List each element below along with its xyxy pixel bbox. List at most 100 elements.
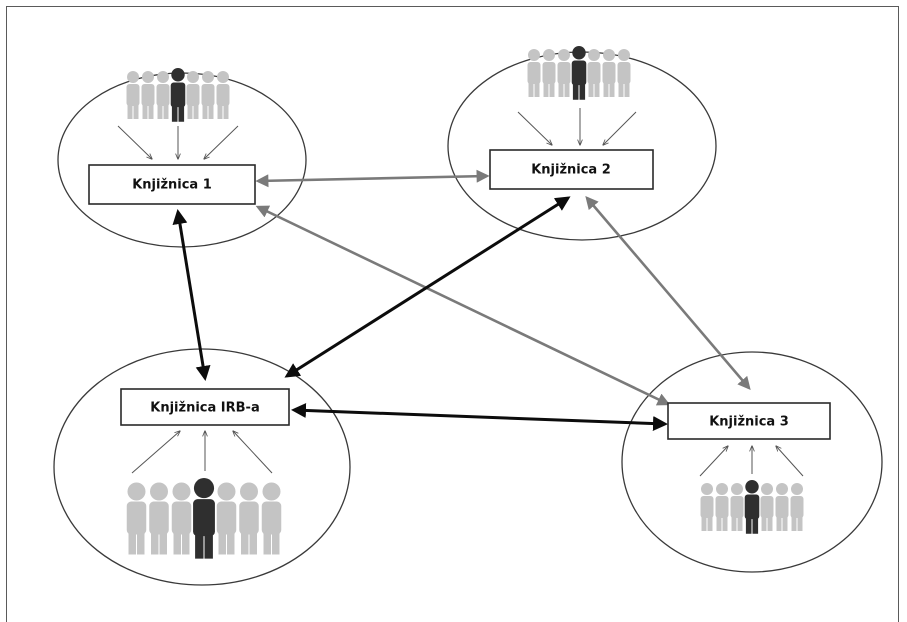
person-leg (148, 105, 154, 119)
person-leg (163, 105, 169, 119)
person-leg (572, 84, 579, 100)
person-body (760, 496, 774, 518)
person-head (172, 482, 191, 501)
person-body (201, 84, 215, 106)
person-body (744, 494, 760, 520)
person-body (261, 501, 282, 535)
person-leg (157, 105, 163, 119)
person-body (602, 62, 616, 84)
person-body (527, 62, 541, 84)
person-body (587, 62, 601, 84)
figure-frame (6, 6, 899, 622)
person-head (716, 483, 728, 495)
person-body (216, 501, 237, 535)
library-node-k2: Knjižnica 2 (489, 149, 654, 190)
person-leg (745, 518, 752, 534)
person-head (776, 483, 788, 495)
person-leg (737, 517, 743, 531)
person-head (127, 71, 139, 83)
person-leg (603, 83, 609, 97)
link-irb-k3 (291, 402, 668, 432)
person-leg (133, 105, 139, 119)
person-head (701, 483, 713, 495)
person-head (127, 482, 146, 501)
person-leg (549, 83, 555, 97)
person-leg (791, 517, 797, 531)
person-leg (594, 83, 600, 97)
feed-arrows-k3 (699, 446, 804, 477)
people-group-icon (126, 46, 804, 559)
person-head (202, 71, 214, 83)
person-leg (588, 83, 594, 97)
person-head (558, 49, 570, 61)
person-body (715, 496, 729, 518)
person-leg (204, 535, 213, 559)
person-leg (249, 533, 257, 555)
person-head (791, 483, 803, 495)
person-head (171, 68, 185, 82)
link-k1-k2 (255, 169, 490, 188)
person-head (572, 46, 586, 60)
link-k2-k3 (585, 196, 751, 390)
person-body (542, 62, 556, 84)
person-body (149, 501, 169, 535)
person-head (588, 49, 600, 61)
person-body (186, 84, 200, 106)
person-head (603, 49, 615, 61)
person-body (193, 499, 215, 537)
person-leg (127, 105, 133, 119)
person-head (761, 483, 773, 495)
person-body (126, 84, 140, 106)
person-head (193, 478, 215, 499)
library-node-k3: Knjižnica 3 (667, 402, 831, 440)
person-body (557, 62, 571, 84)
person-head (240, 482, 258, 501)
person-leg (609, 83, 615, 97)
person-leg (624, 83, 630, 97)
library-label-k1: Knjižnica 1 (132, 178, 212, 193)
person-leg (178, 106, 185, 122)
person-leg (534, 83, 540, 97)
person-leg (767, 517, 773, 531)
library-node-k1: Knjižnica 1 (88, 164, 256, 205)
person-leg (564, 83, 570, 97)
person-body (730, 496, 744, 518)
person-body (617, 62, 631, 84)
person-leg (128, 533, 136, 555)
library-node-irb: Knjižnica IRB-a (120, 388, 290, 426)
person-leg (543, 83, 549, 97)
person-head (187, 71, 199, 83)
feed-arrows-k2 (517, 108, 637, 145)
person-leg (528, 83, 534, 97)
person-head (745, 480, 759, 494)
person-leg (223, 105, 229, 119)
person-body (216, 84, 230, 106)
library-label-k3: Knjižnica 3 (709, 415, 789, 430)
library-label-k2: Knjižnica 2 (531, 163, 611, 178)
person-leg (761, 517, 767, 531)
person-leg (159, 533, 167, 555)
person-leg (618, 83, 624, 97)
person-leg (558, 83, 564, 97)
feed-arrows-k1 (117, 125, 239, 159)
link-k1-irb (172, 209, 211, 381)
person-body (126, 501, 147, 535)
person-head (217, 482, 236, 501)
person-body (700, 496, 714, 518)
person-leg (193, 105, 199, 119)
person-body (790, 496, 804, 518)
feed-arrows-irb (131, 431, 273, 474)
link-k2-irb (284, 196, 571, 378)
person-leg (217, 105, 223, 119)
person-leg (173, 533, 181, 555)
person-body (156, 84, 170, 106)
person-leg (151, 533, 159, 555)
person-leg (202, 105, 208, 119)
person-leg (142, 105, 148, 119)
person-body (571, 60, 587, 86)
person-body (171, 501, 192, 535)
person-leg (752, 518, 759, 534)
person-body (239, 501, 259, 535)
person-leg (701, 517, 707, 531)
person-leg (208, 105, 214, 119)
